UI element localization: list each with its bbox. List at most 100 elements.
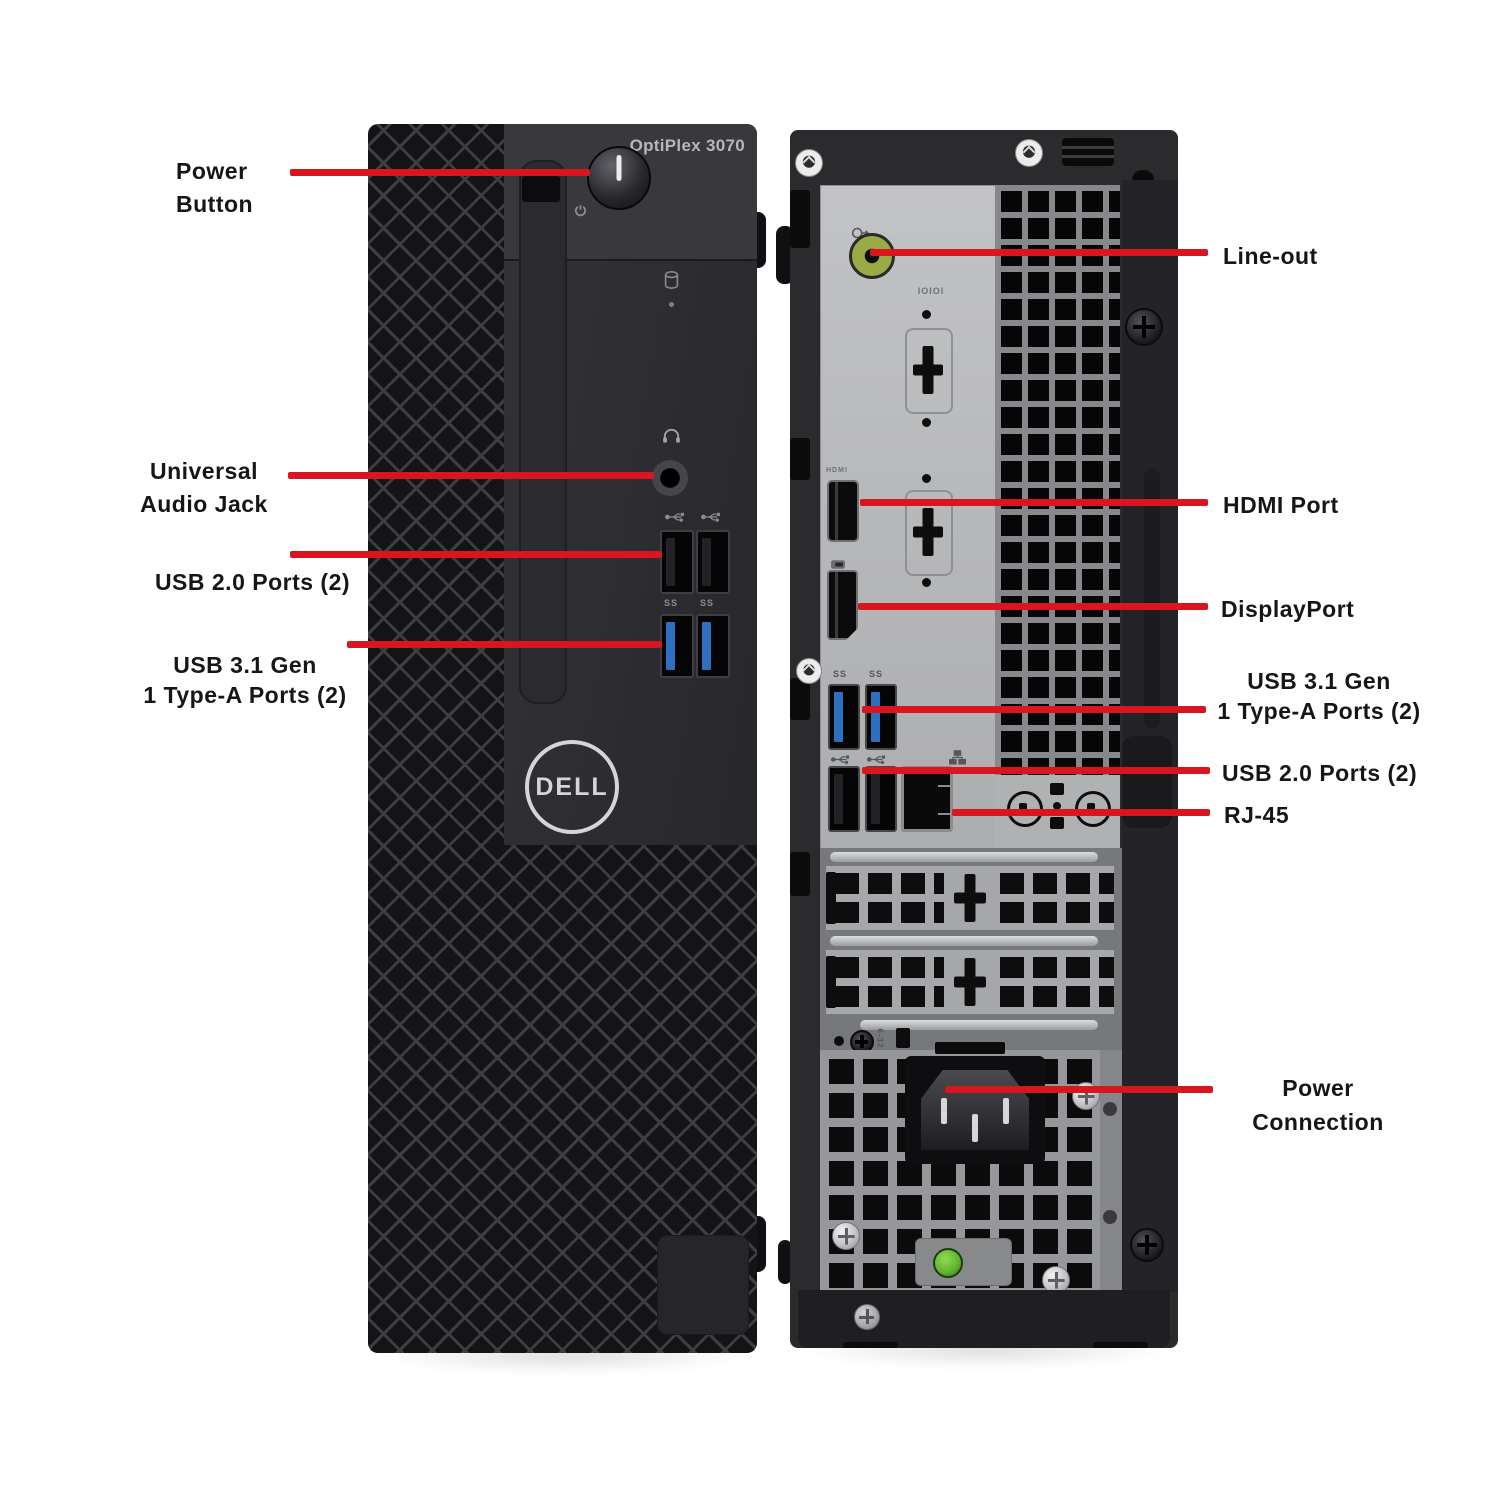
displayport-icon — [831, 556, 846, 574]
slot-cover-center — [944, 866, 996, 930]
callout-text: USB 2.0 Ports (2) — [1222, 760, 1418, 786]
service-tag-patch — [657, 1235, 749, 1335]
optical-drive-eject-button — [522, 176, 560, 202]
callout-label-usb2-front: USB 2.0 Ports (2) — [140, 566, 365, 599]
back-tower-front-knob-top — [776, 226, 794, 284]
back-tower: IOIOI HDMI SS SS — [790, 130, 1178, 1348]
superspeed-usb-icon: SS — [700, 598, 715, 608]
chassis-groove — [1144, 468, 1160, 728]
psu-status-led — [933, 1248, 963, 1278]
screw-hole — [922, 578, 931, 587]
expansion-knockout — [905, 490, 953, 576]
callout-text: 1 Type-A Ports (2) — [1217, 698, 1421, 724]
displayport-port — [827, 570, 858, 640]
slot-ridge — [830, 852, 1098, 862]
callout-line — [945, 1086, 1213, 1093]
callout-text: Power — [1282, 1075, 1354, 1101]
callout-line — [347, 641, 662, 648]
slot-ridge — [860, 1020, 1098, 1030]
superspeed-usb-icon: SS — [664, 598, 679, 608]
callout-label-usb2-rear: USB 2.0 Ports (2) — [1222, 757, 1417, 790]
dell-logo: DELL — [525, 740, 619, 834]
usb-port-tongue — [834, 774, 843, 824]
screw-hole — [1103, 1102, 1117, 1116]
screw-hole — [922, 310, 931, 319]
expansion-slot-cover — [826, 866, 1114, 930]
psu-led-recess — [915, 1238, 1012, 1286]
chassis-cutout — [790, 190, 810, 248]
line-out-jack — [849, 233, 895, 279]
screw-hole — [1053, 802, 1061, 810]
knockout-plus-icon — [913, 346, 943, 394]
callout-label-usb31-rear: USB 3.1 Gen 1 Type-A Ports (2) — [1212, 666, 1426, 726]
power-pin — [972, 1114, 978, 1142]
screw-icon — [1125, 308, 1163, 346]
usb-port-tongue — [702, 538, 711, 586]
callout-label-power-connection: Power Connection — [1238, 1071, 1398, 1139]
callout-text: HDMI Port — [1223, 492, 1339, 518]
usb31-port-front — [696, 614, 730, 678]
usb31-port-front — [660, 614, 694, 678]
optical-drive-slot — [519, 160, 567, 704]
thumbscrew-icon — [795, 149, 823, 177]
universal-audio-jack — [652, 460, 688, 496]
callout-text: Line-out — [1223, 243, 1318, 269]
callout-line — [862, 767, 1210, 774]
callout-label-displayport: DisplayPort — [1221, 593, 1354, 626]
callout-line — [288, 472, 654, 479]
callout-label-line-out: Line-out — [1223, 240, 1318, 273]
callout-text: Audio Jack — [140, 491, 268, 517]
hdmi-port — [827, 480, 859, 542]
model-badge: OptiPlex 3070 — [629, 136, 745, 155]
dell-logo-text: DELL — [535, 772, 609, 801]
callout-label-hdmi-port: HDMI Port — [1223, 489, 1339, 522]
rj45-port — [901, 766, 953, 832]
power-inlet-c14 — [921, 1070, 1029, 1150]
bottom-bezel — [798, 1290, 1170, 1348]
superspeed-usb-icon: SS — [869, 669, 884, 679]
usb-icon — [665, 510, 686, 528]
chassis-cutout — [790, 438, 810, 480]
callout-text: USB 3.1 Gen — [173, 652, 317, 678]
usb2-port-rear — [828, 766, 860, 832]
usb2-port-front — [660, 530, 694, 594]
callout-text: Power — [176, 158, 248, 184]
callout-text: RJ-45 — [1224, 802, 1290, 828]
callout-line — [290, 169, 590, 176]
screw-hole — [1103, 1210, 1117, 1224]
usb-port-tongue — [871, 692, 880, 742]
screw-icon — [832, 1222, 860, 1250]
callout-line — [952, 809, 1210, 816]
usb-port-tongue — [834, 692, 843, 742]
network-icon — [949, 750, 966, 770]
usb31-port-rear — [828, 684, 860, 750]
callout-text: DisplayPort — [1221, 596, 1355, 622]
power-symbol-icon — [574, 204, 587, 222]
power-button-bar-icon — [616, 155, 622, 181]
screw-size-label: 6-32 — [875, 1028, 885, 1049]
screw-hole — [834, 1036, 844, 1046]
front-tower: OptiPlex 3070 — [368, 124, 757, 1353]
power-pin — [941, 1098, 947, 1124]
thumbscrew-icon — [1015, 139, 1043, 167]
cover-release-latch — [1062, 138, 1114, 166]
serial-port-knockout — [905, 328, 953, 414]
callout-text: 1 Type-A Ports (2) — [143, 682, 347, 708]
back-tower-front-knob-bottom — [778, 1240, 792, 1284]
screw-icon — [854, 1304, 880, 1330]
usb31-port-rear — [865, 684, 897, 750]
callout-label-usb31-front: USB 3.1 Gen 1 Type-A Ports (2) — [130, 650, 360, 710]
chassis-cutout — [790, 678, 810, 720]
power-inlet-surround — [905, 1056, 1045, 1164]
power-pin — [1003, 1098, 1009, 1124]
callout-text: Universal — [149, 458, 259, 484]
usb-icon — [867, 752, 887, 770]
usb-port-tongue — [666, 538, 675, 586]
psu-bracket — [1100, 1050, 1122, 1300]
callout-line — [858, 603, 1208, 610]
slot-ridge — [830, 936, 1098, 946]
hdd-activity-icon — [664, 270, 679, 295]
slot-cover-center — [944, 950, 996, 1014]
serial-port-label: IOIOI — [917, 286, 945, 296]
usb-icon — [831, 752, 851, 770]
